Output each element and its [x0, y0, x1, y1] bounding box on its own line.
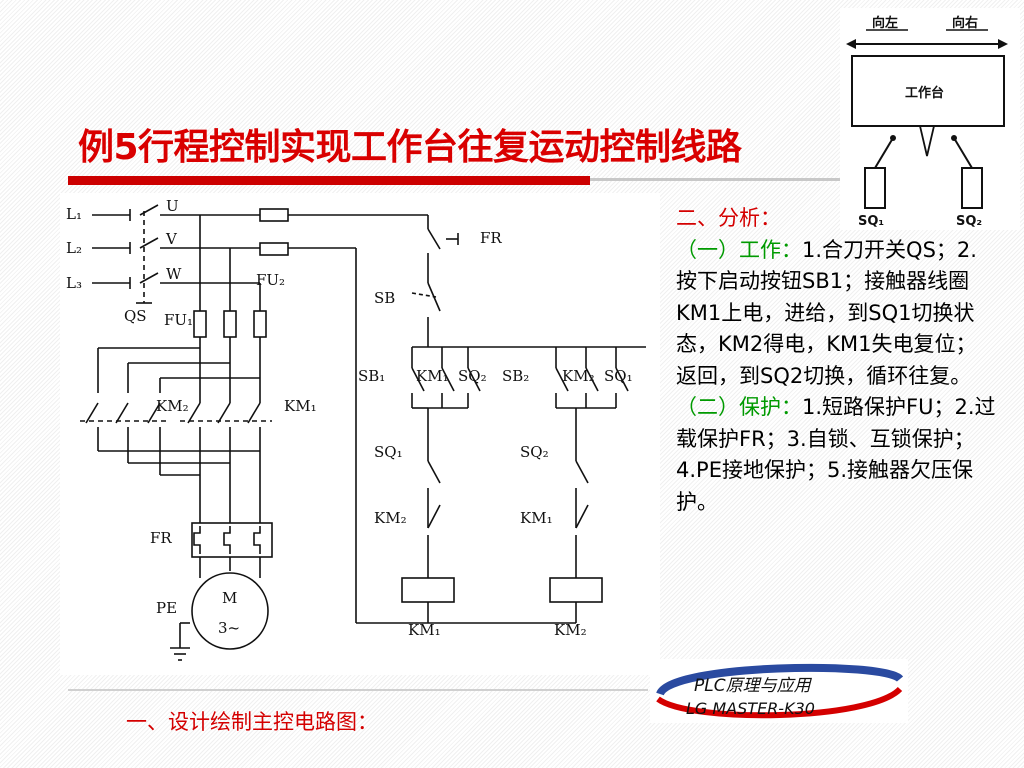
sb-stop-label: SB: [374, 289, 395, 307]
km2-main-label: KM₂: [156, 397, 189, 415]
sq1-nc-label: SQ₁: [374, 443, 403, 461]
phase-l3-label: L₃: [66, 274, 82, 292]
arrow-right-icon: [998, 39, 1008, 49]
phase-l2-label: L₂: [66, 239, 82, 257]
phase-l1-label: L₁: [66, 205, 82, 223]
km1-main-label: KM₁: [284, 397, 317, 415]
slide-caption: 一、设计绘制主控电路图：: [126, 710, 378, 734]
logo-svg: PLC原理与应用 LG MASTER-K30: [656, 663, 904, 719]
analysis-heading: 二、分析：: [676, 206, 781, 230]
sq1-switch: [864, 167, 886, 209]
bus-u-label: U: [166, 197, 179, 215]
sq1-label: SQ₁: [858, 214, 884, 229]
protect-section: （二）保护：1.短路保护FU；2.过载保护FR；3.自锁、互锁保护；4.PE接地…: [676, 392, 996, 518]
bottom-rule: [68, 689, 648, 691]
bus-v-label: V: [165, 230, 178, 248]
sq2-label: SQ₂: [956, 214, 982, 229]
km2-hold-label: KM₂: [562, 367, 595, 385]
worktable-label: 工作台: [905, 85, 944, 101]
motor-phase-label: 3~: [218, 619, 240, 637]
sb1-label: SB₁: [358, 367, 385, 385]
sq2-nc-label: SQ₂: [520, 443, 549, 461]
km2-interlock-label: KM₂: [374, 509, 407, 527]
worktable-svg: 向左 向右 工作台 SQ₁ SQ₂: [846, 15, 1008, 229]
fr-ctrl-label: FR: [480, 229, 502, 247]
qs-label: QS: [124, 307, 147, 325]
cam-striker: [919, 125, 935, 157]
work-label: （一）工作：: [676, 237, 802, 262]
left-label: 向左: [872, 15, 898, 31]
circuit-schematic: L₁ L₂ L₃ U V W QS FU₁ FU₂ KM₂ KM₁ FR PE …: [60, 193, 660, 675]
work-section: （一）工作：1.合刀开关QS；2.按下启动按钮SB1；接触器线圈KM1上电，进给…: [676, 235, 996, 393]
km1-interlock-label: KM₁: [520, 509, 553, 527]
km1-hold-label: KM₁: [416, 367, 449, 385]
worktable-diagram: 向左 向右 工作台 SQ₁ SQ₂: [840, 8, 1020, 230]
motor-label: M: [222, 589, 237, 607]
title-underline-gray: [590, 178, 840, 181]
sq1-no-label: SQ₁: [604, 367, 633, 385]
arrow-left-icon: [846, 39, 856, 49]
worktable-box: [851, 55, 1005, 127]
sq2-switch: [961, 167, 983, 209]
sb2-label: SB₂: [502, 367, 529, 385]
fu2-label: FU₂: [256, 271, 285, 289]
schematic-svg: L₁ L₂ L₃ U V W QS FU₁ FU₂ KM₂ KM₁ FR PE …: [66, 197, 646, 661]
fr-main-label: FR: [150, 529, 172, 547]
logo-swoosh-red: [656, 686, 903, 719]
logo-swoosh-blue: [656, 663, 904, 697]
protect-label: （二）保护：: [676, 395, 802, 419]
analysis-text: 二、分析： （一）工作：1.合刀开关QS；2.按下启动按钮SB1；接触器线圈KM…: [676, 203, 996, 518]
work-text: 1.合刀开关QS；2.按下启动按钮SB1；接触器线圈KM1上电，进给，到SQ1切…: [676, 237, 977, 388]
pe-label: PE: [156, 599, 177, 617]
logo-line1: PLC原理与应用: [694, 676, 813, 696]
logo-line2: LG MASTER-K30: [686, 699, 815, 718]
plc-logo: PLC原理与应用 LG MASTER-K30: [650, 659, 908, 723]
right-label: 向右: [952, 15, 978, 31]
sq2-no-label: SQ₂: [458, 367, 487, 385]
bus-w-label: W: [166, 265, 182, 283]
slide-title: 例5行程控制实现工作台往复运动控制线路: [78, 127, 742, 168]
coil-km2-label: KM₂: [554, 621, 587, 639]
title-underline: [68, 176, 590, 185]
fu1-label: FU₁: [164, 311, 193, 329]
coil-km1-label: KM₁: [408, 621, 441, 639]
protect-text: 1.短路保护FU；2.过载保护FR；3.自锁、互锁保护；4.PE接地保护；5.接…: [676, 395, 996, 514]
